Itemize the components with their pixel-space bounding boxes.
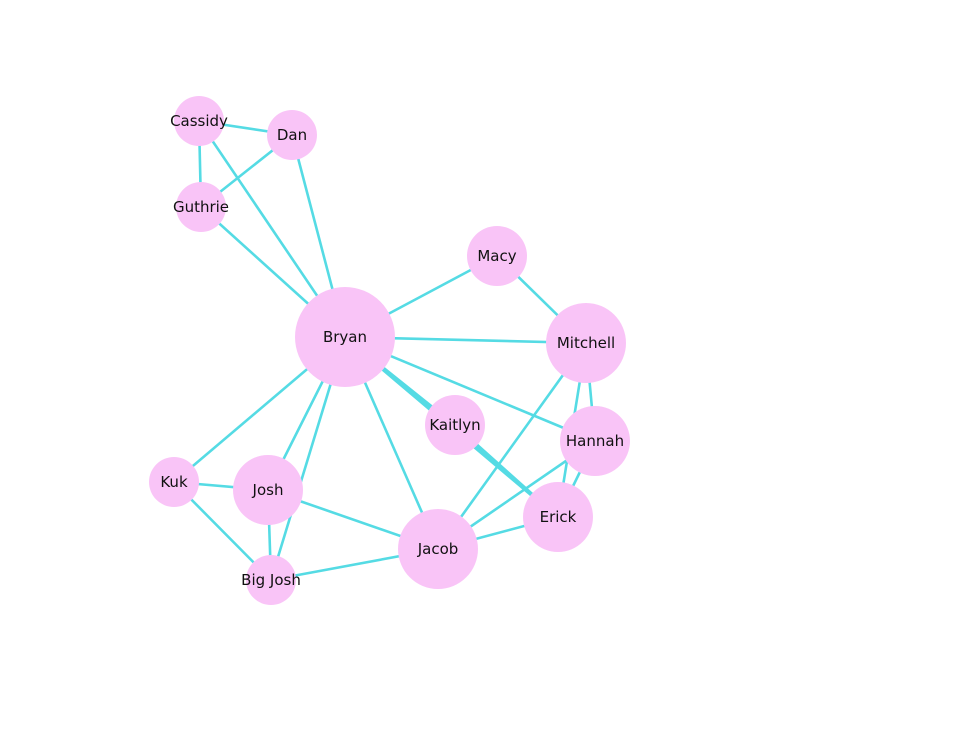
node-josh[interactable]: Josh [233,455,303,525]
node-circle[interactable] [560,406,630,476]
node-dan[interactable]: Dan [267,110,317,160]
node-label: Jacob [417,540,459,558]
node-circle[interactable] [467,226,527,286]
node-label: Mitchell [557,334,615,352]
node-circle[interactable] [233,455,303,525]
node-erick[interactable]: Erick [523,482,593,552]
node-circle[interactable] [398,509,478,589]
edge-mitchell-jacob [436,341,588,551]
node-cassidy[interactable]: Cassidy [170,96,228,146]
node-label: Dan [277,126,307,144]
node-label: Kuk [160,473,188,491]
node-circle[interactable] [425,395,485,455]
node-circle[interactable] [546,303,626,383]
node-kuk[interactable]: Kuk [149,457,199,507]
node-circle[interactable] [174,96,224,146]
node-bigjosh[interactable]: Big Josh [241,555,301,605]
node-circle[interactable] [246,555,296,605]
node-macy[interactable]: Macy [467,226,527,286]
node-label: Erick [540,508,577,526]
node-bryan[interactable]: Bryan [295,287,395,387]
node-label: Cassidy [170,112,228,130]
node-circle[interactable] [267,110,317,160]
node-label: Macy [477,247,516,265]
node-label: Big Josh [241,571,301,589]
node-label: Hannah [566,432,624,450]
node-label: Guthrie [173,198,229,216]
node-jacob[interactable]: Jacob [398,509,478,589]
node-label: Bryan [323,328,367,346]
node-circle[interactable] [523,482,593,552]
node-guthrie[interactable]: Guthrie [173,182,229,232]
node-label: Kaitlyn [429,416,480,434]
node-kaitlyn[interactable]: Kaitlyn [425,395,485,455]
node-circle[interactable] [176,182,226,232]
node-mitchell[interactable]: Mitchell [546,303,626,383]
node-hannah[interactable]: Hannah [560,406,630,476]
node-circle[interactable] [295,287,395,387]
node-label: Josh [252,481,284,499]
node-circle[interactable] [149,457,199,507]
